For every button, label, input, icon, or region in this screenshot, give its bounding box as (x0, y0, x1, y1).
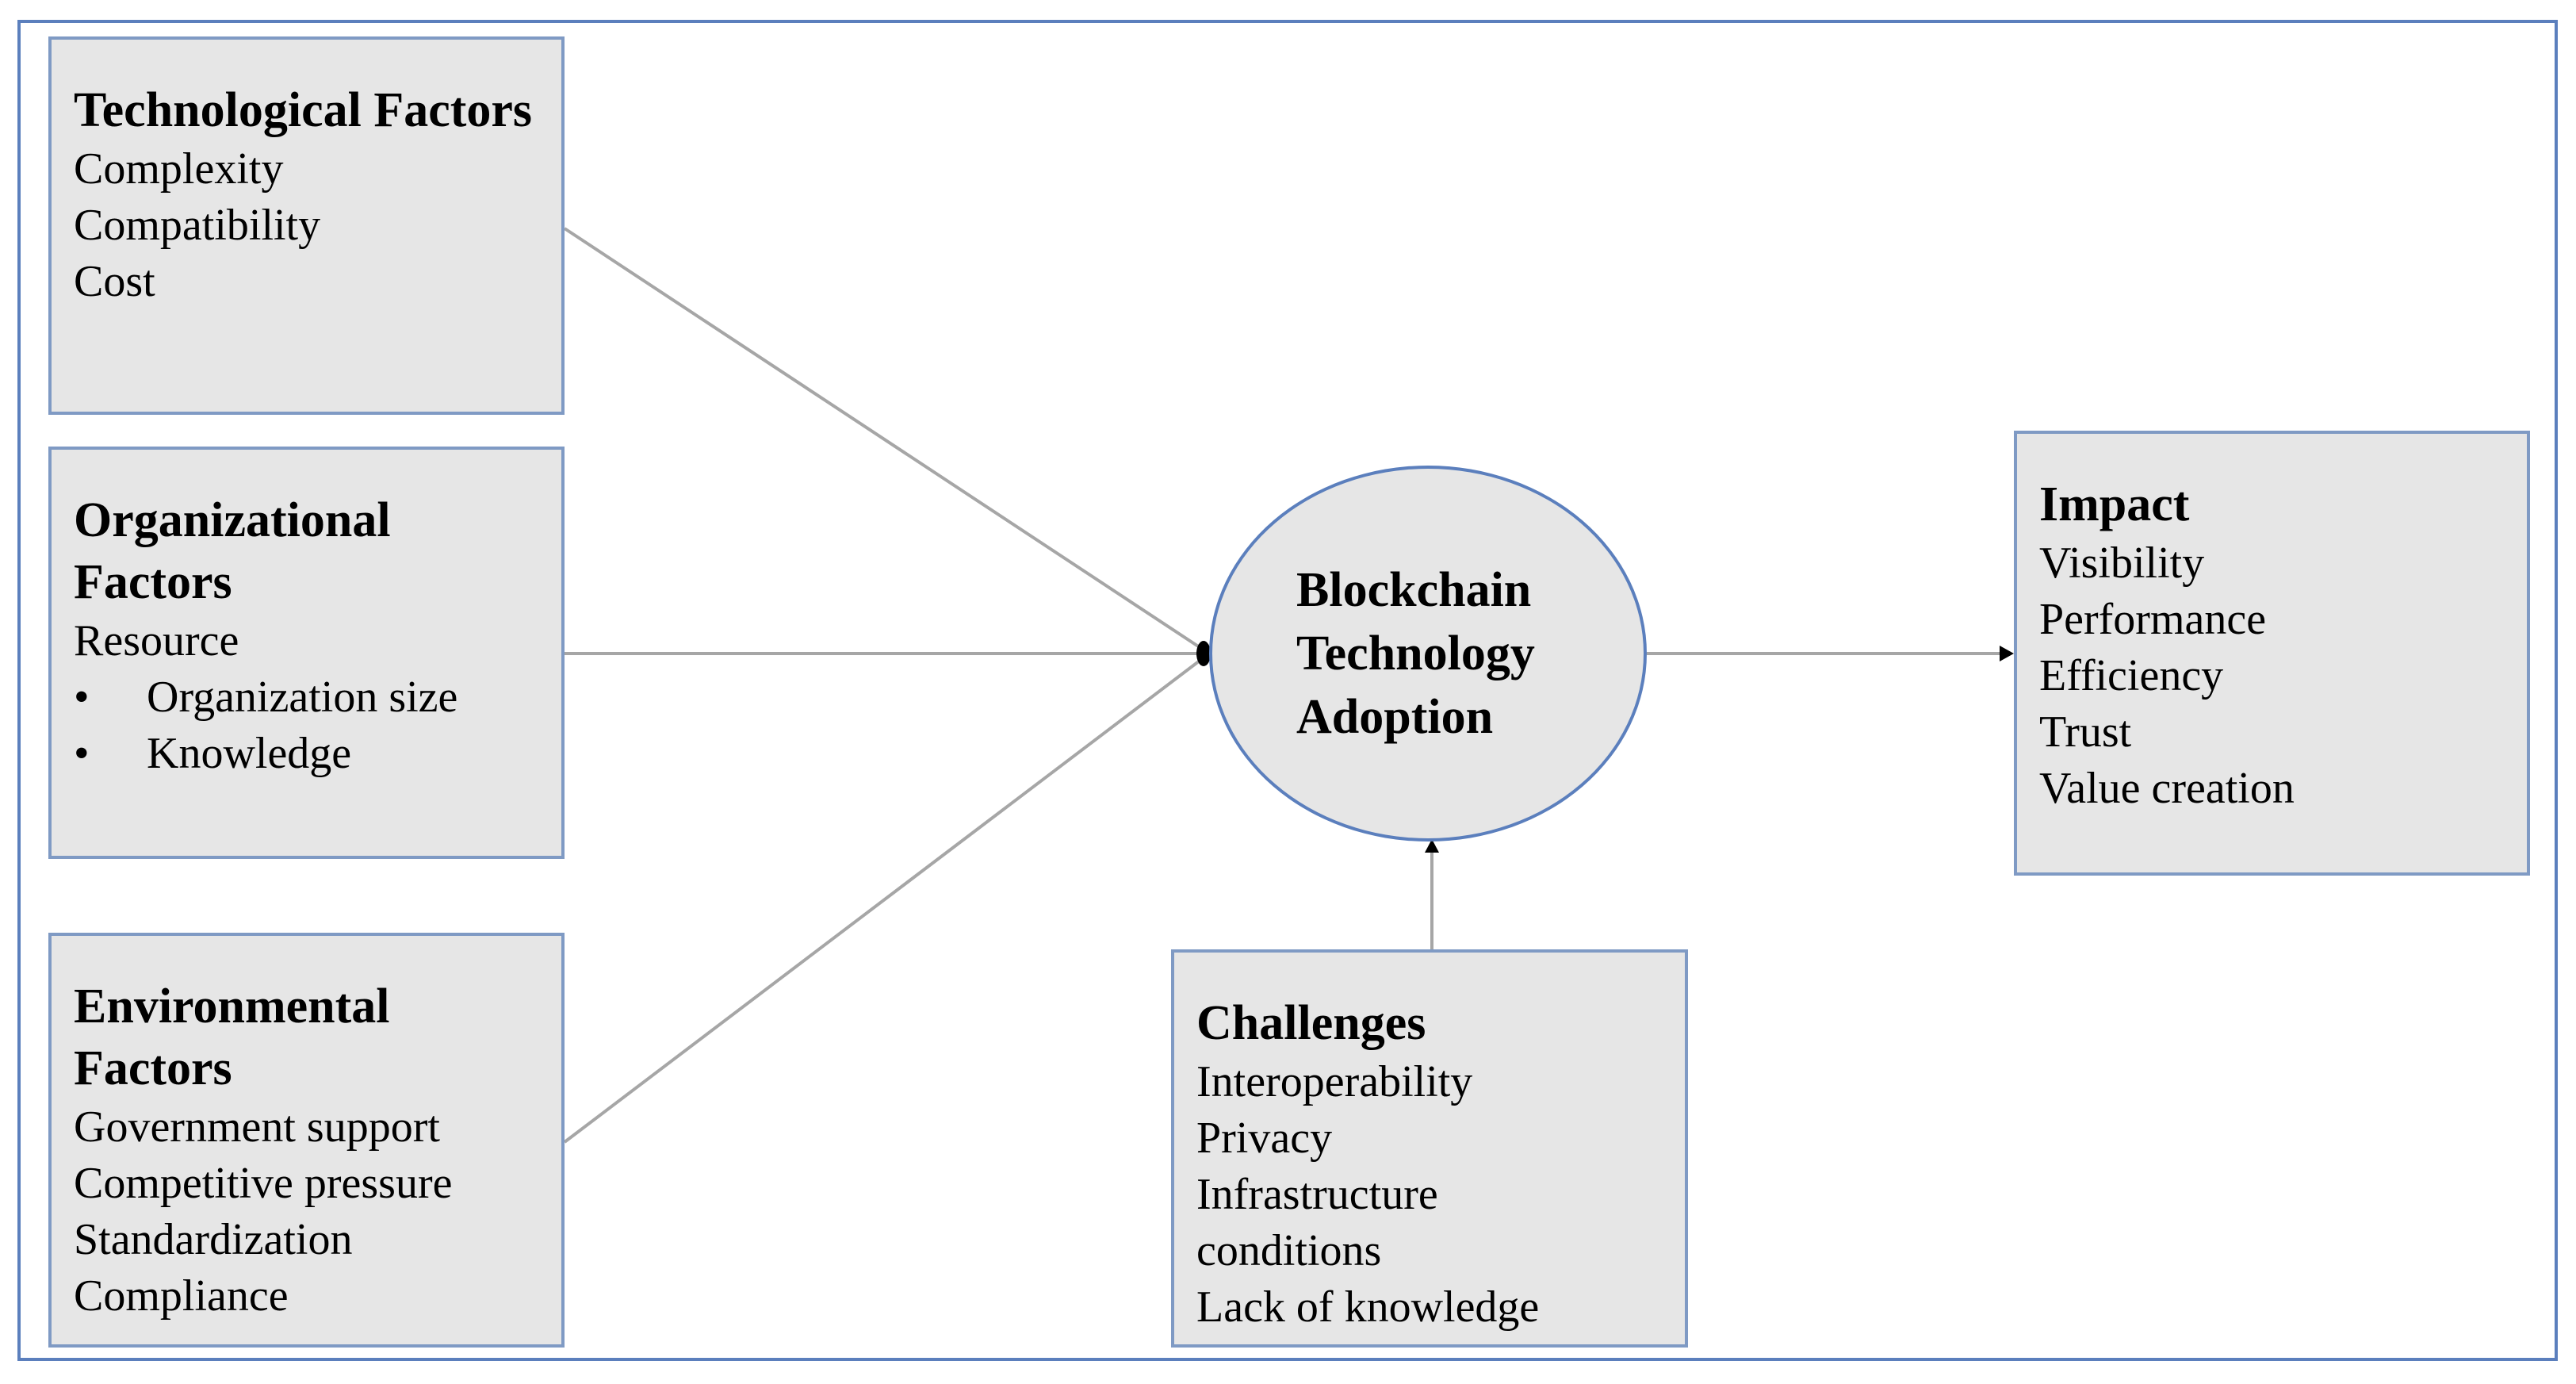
technological-item: Complexity (74, 144, 284, 194)
converge-arrowhead (1196, 641, 1211, 666)
challenges-item: Interoperability (1196, 1057, 1473, 1106)
environmental-item: Compliance (74, 1271, 289, 1321)
environmental-item: Standardization (74, 1215, 353, 1264)
blockchain-adoption-node (1209, 466, 1647, 842)
environmental-connector (563, 652, 1211, 1144)
impact-box: Impact Visibility Performance Efficiency… (2014, 431, 2530, 876)
impact-item: Visibility (2039, 539, 2205, 588)
environmental-item: Government support (74, 1102, 440, 1152)
organizational-bullet: Knowledge (74, 726, 539, 782)
organizational-bullet: Organization size (74, 669, 539, 726)
technological-factors-title: Technological Factors (74, 83, 533, 137)
impact-item: Performance (2039, 595, 2267, 644)
organizational-factors-box: Organizational Factors Resource Organiza… (48, 447, 565, 859)
technological-factors-box: Technological Factors Complexity Compati… (48, 36, 565, 415)
technological-connector (563, 227, 1211, 655)
technological-item: Cost (74, 257, 155, 306)
challenges-item: Lack of knowledge (1196, 1282, 1540, 1332)
challenges-item: Privacy (1196, 1114, 1333, 1163)
impact-title: Impact (2039, 477, 2190, 531)
challenges-box: Challenges Interoperability Privacy Infr… (1171, 949, 1688, 1348)
environmental-factors-title: Environmental Factors (74, 980, 390, 1095)
technological-item: Compatibility (74, 201, 321, 250)
impact-item: Value creation (2039, 764, 2295, 813)
challenges-arrowhead (1425, 839, 1439, 853)
impact-item: Trust (2039, 707, 2132, 757)
challenges-item: Infrastructure conditions (1196, 1170, 1438, 1275)
challenges-title: Challenges (1196, 996, 1426, 1050)
environmental-item: Competitive pressure (74, 1159, 453, 1208)
blockchain-adoption-label: Blockchain Technology Adoption (1296, 563, 1535, 744)
impact-arrowhead (2000, 646, 2014, 661)
diagram-frame (17, 20, 2558, 1361)
organizational-item: Resource (74, 616, 239, 665)
environmental-factors-box: Environmental Factors Government support… (48, 933, 565, 1348)
organizational-factors-title: Organizational Factors (74, 493, 391, 609)
impact-item: Efficiency (2039, 651, 2224, 700)
